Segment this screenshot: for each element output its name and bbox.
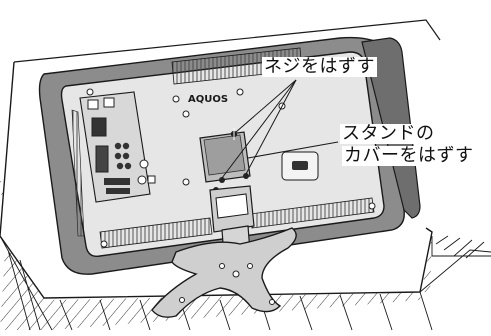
brand-logo: AQUOS	[188, 94, 228, 105]
tv-stand	[151, 185, 297, 318]
stand-cover	[199, 131, 251, 183]
screw-hole	[172, 95, 180, 103]
terminal-panel	[79, 91, 156, 203]
remove-cover-label-line2: カバーをはずす	[342, 145, 476, 166]
screw-hole	[236, 88, 244, 96]
screw-icon-group	[213, 128, 249, 193]
callout-leaders	[221, 79, 339, 179]
rear-connector	[292, 161, 308, 170]
remove-screws-label: ネジをはずす	[262, 56, 377, 77]
remove-cover-label-line1: スタンドの	[340, 123, 437, 144]
